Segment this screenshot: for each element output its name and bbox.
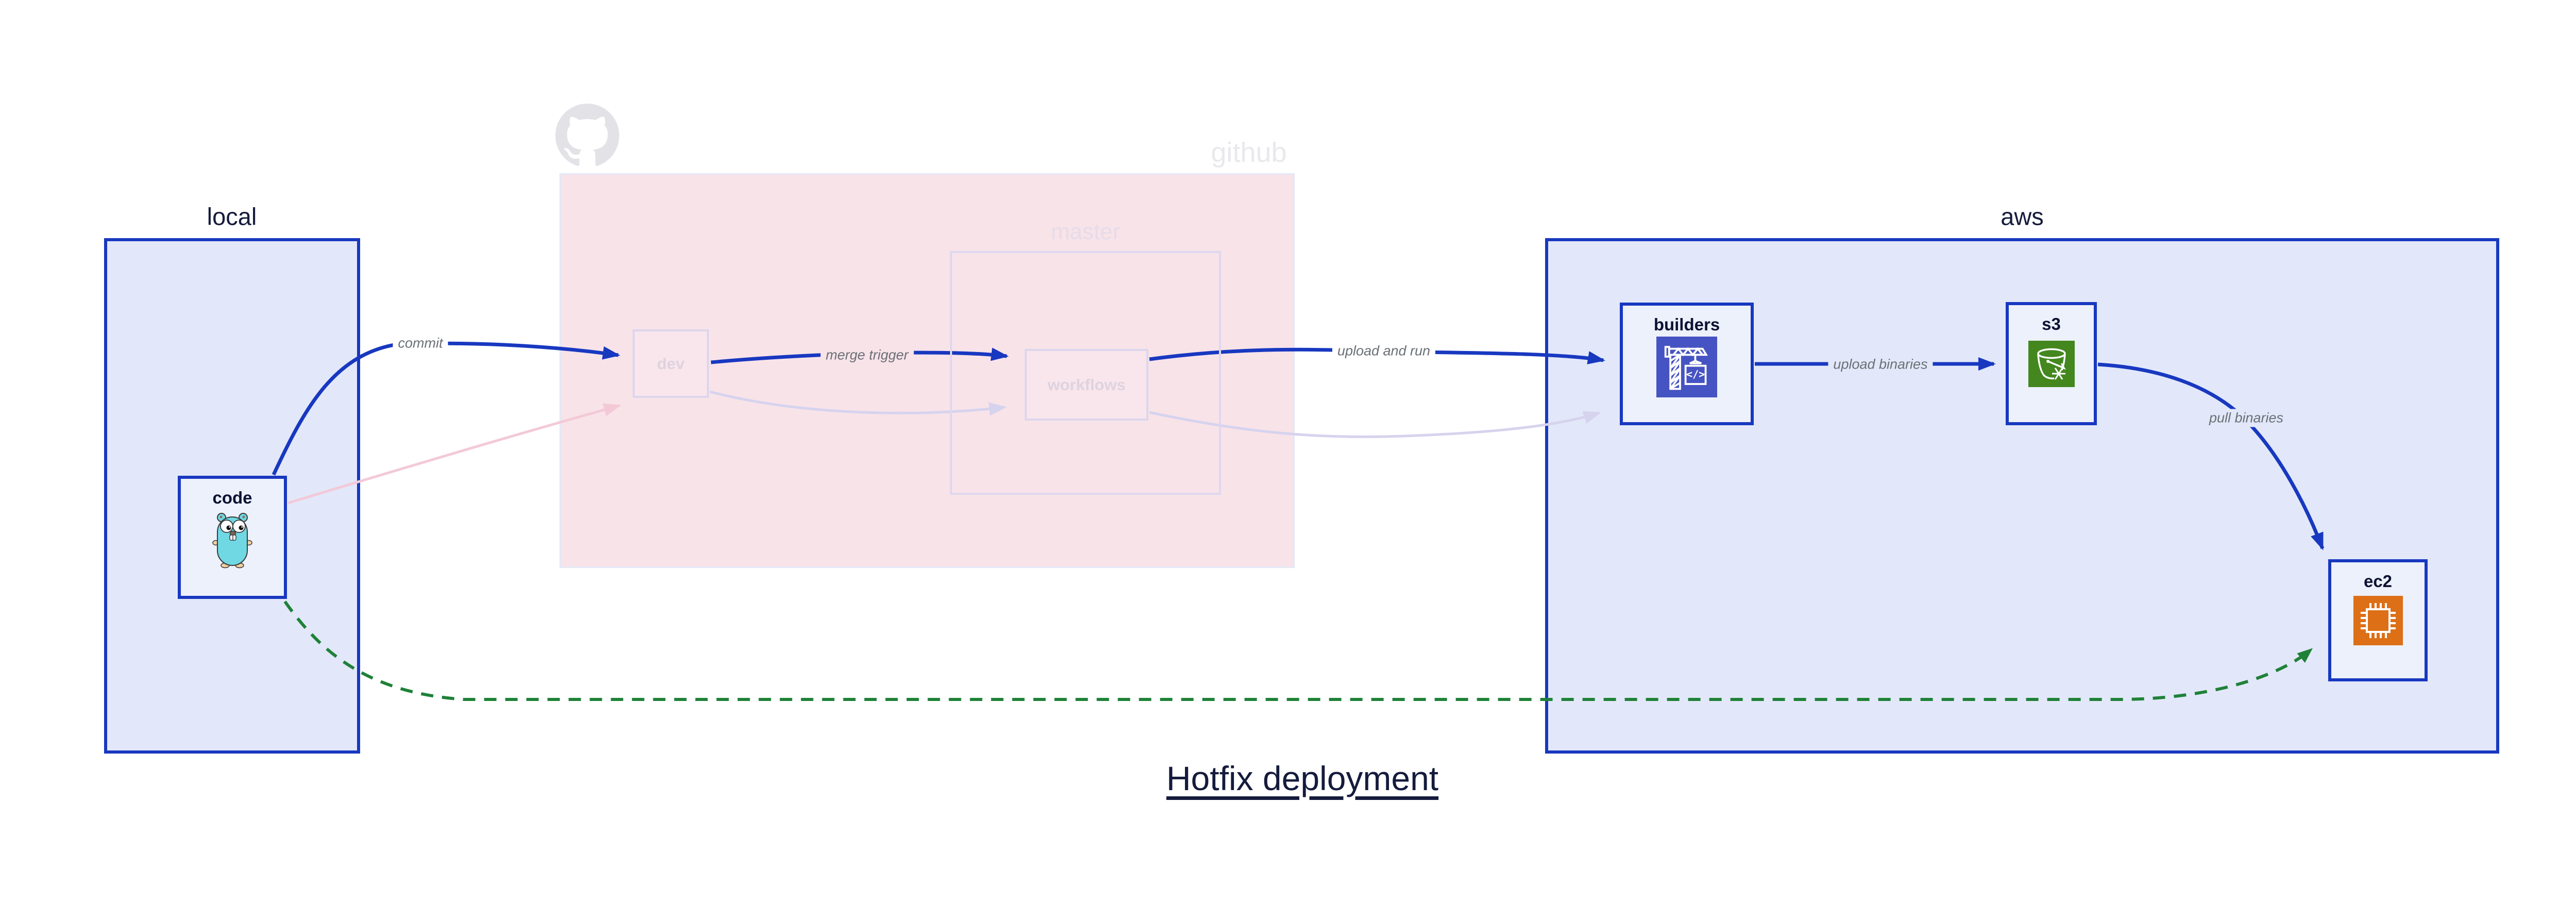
edge-label-upload-and-run: upload and run [1332, 342, 1436, 360]
branch-label-master: master [1050, 219, 1121, 244]
github-octocat-icon [555, 104, 619, 166]
node-builders-label: builders [1653, 315, 1720, 334]
edge-workflows-to-builders-faded [1149, 411, 1601, 438]
node-code-label: code [212, 488, 252, 507]
edge-label-merge-trigger: merge trigger [820, 346, 914, 364]
edge-label-commit: commit [393, 334, 448, 353]
group-label-aws: aws [2001, 203, 2044, 230]
go-gopher-icon [212, 513, 252, 569]
edge-code-to-dev-faded [287, 403, 621, 505]
edge-label-upload-binaries: upload binaries [1828, 355, 1933, 374]
node-s3: s3 [2006, 302, 2097, 425]
edge-label-pull-binaries: pull binaries [2204, 409, 2289, 427]
node-code: code [178, 476, 287, 599]
s3-bucket-snowflake-icon [2028, 341, 2075, 387]
group-label-local: local [207, 203, 257, 230]
node-s3-label: s3 [2042, 314, 2061, 333]
ec2-chip-icon [2353, 596, 2403, 645]
node-ec2: ec2 [2328, 559, 2428, 681]
codebuild-crane-icon: </> [1656, 337, 1717, 397]
svg-text:</>: </> [1686, 368, 1705, 380]
edge-hotfix-pull [283, 600, 2313, 701]
node-workflows: workflows [1025, 349, 1148, 421]
node-ec2-label: ec2 [2363, 572, 2393, 591]
edge-pull-binaries [2097, 362, 2325, 550]
diagram-title: Hotfix deployment [1166, 759, 1439, 797]
node-builders: builders </> [1620, 303, 1754, 425]
edge-dev-to-workflows-faded [709, 390, 1007, 416]
group-label-github: github [1211, 137, 1287, 168]
branch-box-master [950, 251, 1221, 495]
node-dev: dev [633, 329, 709, 398]
node-dev-label: dev [657, 354, 685, 373]
node-workflows-label: workflows [1047, 375, 1126, 394]
